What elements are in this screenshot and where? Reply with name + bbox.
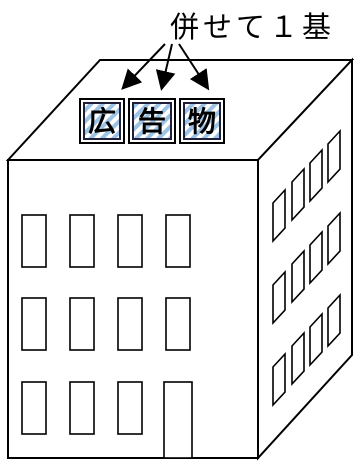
combined-one-unit-label: 併せて１基 [170,10,336,44]
sign-char-2: 告 [138,105,166,138]
side-window [272,187,286,244]
side-window [327,128,341,185]
side-window [309,147,323,204]
side-window [291,166,305,223]
sign-panel-3: 物 [179,98,225,144]
window [165,214,191,268]
arrow-to-sign-3 [178,43,210,91]
arrow-to-sign-1 [121,43,166,90]
side-windows [272,128,341,408]
window [69,297,95,351]
side-window [309,311,323,368]
window [117,297,143,351]
sign-char-1: 広 [88,105,116,138]
side-window [327,210,341,267]
side-window [272,351,286,408]
window [21,381,47,435]
sign-panel-1: 広 [79,98,125,144]
window [21,214,47,268]
side-window [309,229,323,286]
window [21,297,47,351]
side-window [291,248,305,305]
entrance-door [163,381,193,459]
pointer-arrows [121,43,210,91]
side-window [291,330,305,387]
sign-panel-2: 告 [128,98,176,144]
arrow-to-sign-2 [155,43,176,91]
window [69,381,95,435]
side-window [272,269,286,326]
front-windows [21,214,193,459]
window [69,214,95,268]
window [117,381,143,435]
window [117,214,143,268]
side-window [327,292,341,349]
window [165,297,191,351]
rooftop-signs: 広 告 物 [79,98,225,144]
sign-char-3: 物 [188,105,216,138]
